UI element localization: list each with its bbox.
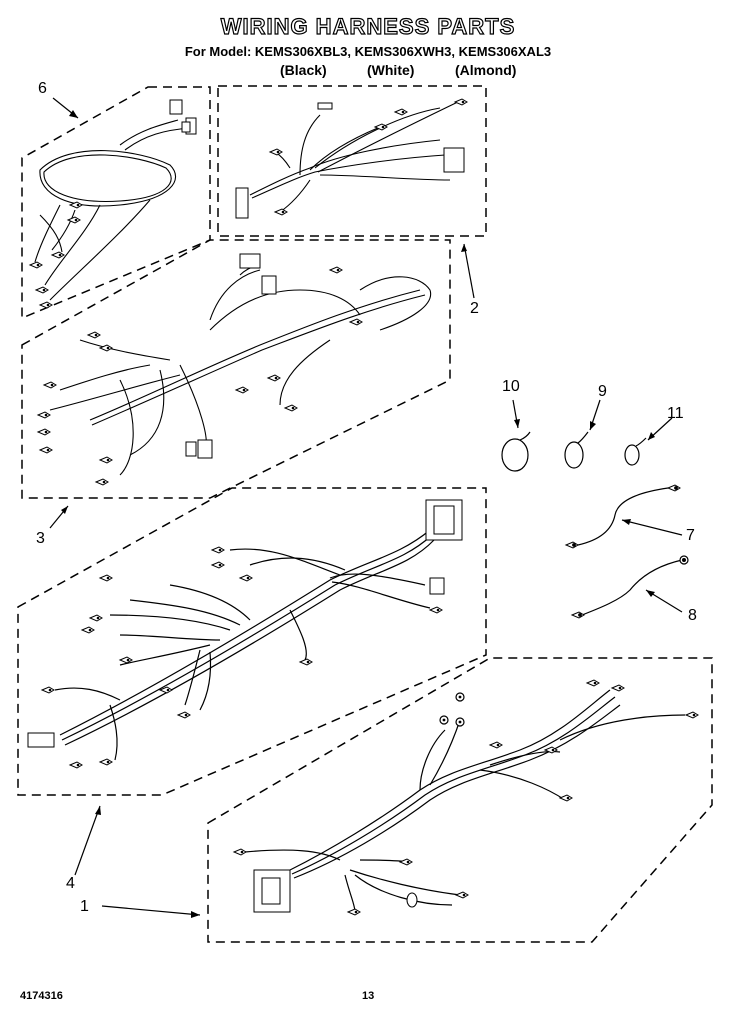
color-almond: (Almond) xyxy=(455,62,517,78)
part-3-connectors xyxy=(185,253,277,459)
callout-1: 1 xyxy=(80,898,89,915)
panel-part-6 xyxy=(21,86,211,320)
panel-part-2 xyxy=(217,85,487,237)
part-1-terminals xyxy=(233,679,699,916)
harness-part-1 xyxy=(244,689,686,913)
color-black: (Black) xyxy=(280,62,327,78)
callout-8: 8 xyxy=(688,607,697,624)
page-title: WIRING HARNESS PARTS xyxy=(220,13,516,39)
doc-number: 4174316 xyxy=(20,990,63,1002)
part-4-terminals xyxy=(41,546,443,769)
jumper-wire-7 xyxy=(565,484,681,549)
page-number: 13 xyxy=(362,990,375,1002)
harness-part-2 xyxy=(249,99,463,213)
model-numbers: For Model: KEMS306XBL3, KEMS306XWH3, KEM… xyxy=(184,44,552,59)
callout-11: 11 xyxy=(667,405,684,422)
jumper-wire-8 xyxy=(571,555,689,619)
leader-arrowheads xyxy=(61,110,655,918)
harness-part-3 xyxy=(49,265,432,476)
callout-3: 3 xyxy=(36,530,45,547)
panel-part-3 xyxy=(21,239,451,499)
callout-10: 10 xyxy=(502,378,520,395)
leader-lines xyxy=(49,97,683,916)
color-white: (White) xyxy=(367,62,415,78)
ground-wire-10 xyxy=(501,431,531,472)
panel-part-1 xyxy=(207,657,713,943)
color-variants: (Black) (White) (Almond) xyxy=(0,62,736,80)
part-4-connectors xyxy=(27,499,463,748)
ground-wire-11 xyxy=(624,437,647,466)
callout-2: 2 xyxy=(470,300,479,317)
panel-part-4 xyxy=(17,487,487,796)
part-2-terminals xyxy=(269,98,468,216)
harness-part-6 xyxy=(34,119,191,301)
callout-6: 6 xyxy=(38,80,47,97)
part-2-connectors xyxy=(235,102,465,219)
callout-7: 7 xyxy=(686,527,695,544)
part-6-connectors xyxy=(169,99,197,135)
harness-part-4 xyxy=(54,529,435,761)
callout-9: 9 xyxy=(598,383,607,400)
ground-wire-9 xyxy=(564,431,589,469)
callout-4: 4 xyxy=(66,875,75,892)
part-1-connectors xyxy=(253,869,418,913)
